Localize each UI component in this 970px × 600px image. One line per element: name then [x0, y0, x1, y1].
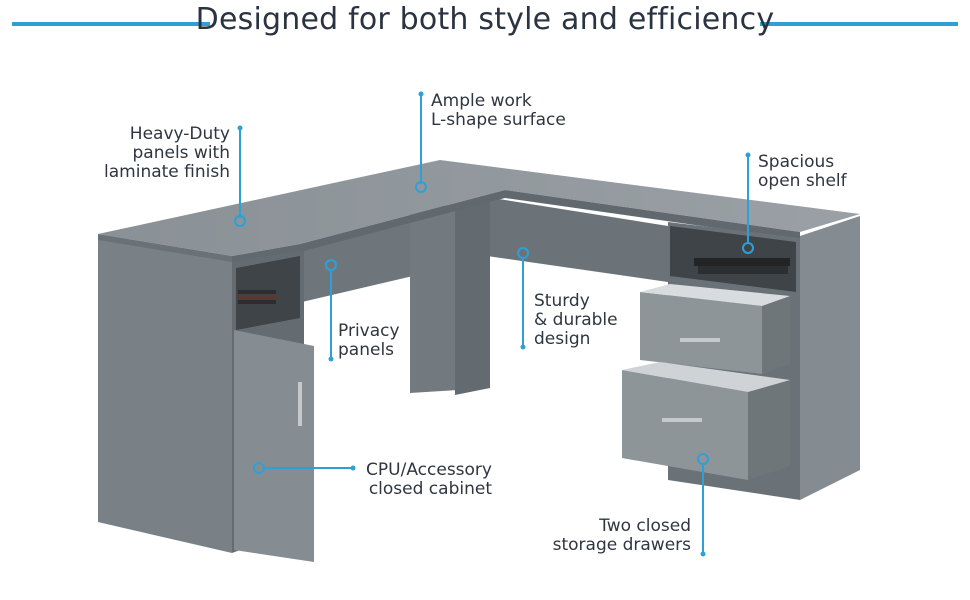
- cabinet-door: [234, 330, 314, 562]
- callout-drawers-line-2: storage drawers: [552, 535, 691, 555]
- dot-cpu: [350, 465, 356, 471]
- center-leg-side: [455, 200, 490, 395]
- callout-drawers-line-1: Two closed: [599, 516, 691, 536]
- callout-cpu: CPU/Accessory closed cabinet: [366, 461, 492, 499]
- page-title: Designed for both style and efficiency: [195, 2, 775, 37]
- callout-heavy-duty-line-2: panels with: [132, 143, 231, 163]
- dot-spacious: [745, 152, 751, 158]
- callout-ample-work-line-1: Ample work: [431, 91, 532, 111]
- books-left-3: [238, 300, 276, 304]
- upper-drawer-side: [762, 296, 790, 374]
- lower-drawer-side: [748, 380, 790, 480]
- privacy-panel: [302, 215, 430, 302]
- callout-spacious-line-1: Spacious: [758, 152, 835, 172]
- callout-spacious-line-2: open shelf: [758, 171, 847, 191]
- upper-drawer-top: [640, 284, 790, 306]
- dot-ample-work: [418, 91, 424, 97]
- lower-drawer-handle: [662, 418, 702, 422]
- callout-drawers: Two closed storage drawers: [553, 517, 691, 555]
- dot-sturdy: [520, 344, 526, 350]
- callout-heavy-duty: Heavy-Duty panels with laminate finish: [104, 125, 230, 182]
- desk-top: [98, 160, 860, 256]
- right-pedestal-side: [800, 216, 860, 500]
- left-pedestal-side: [98, 240, 232, 553]
- lower-drawer-front: [622, 370, 748, 480]
- callout-spacious: Spacious open shelf: [758, 153, 847, 191]
- callout-sturdy-line-2: & durable: [534, 310, 618, 330]
- back-panel: [480, 196, 668, 282]
- door-handle: [298, 382, 302, 426]
- books-left-2: [238, 295, 278, 299]
- dot-drawers: [700, 551, 706, 557]
- marker-sturdy: [517, 247, 529, 259]
- upper-drawer-handle: [680, 338, 720, 342]
- marker-spacious: [742, 242, 754, 254]
- marker-privacy: [325, 259, 337, 271]
- books-right-2: [698, 266, 788, 274]
- marker-drawers: [697, 453, 709, 465]
- desk-top-right-edge: [505, 190, 800, 240]
- callout-sturdy: Sturdy & durable design: [534, 292, 618, 349]
- callout-privacy: Privacy panels: [338, 322, 400, 360]
- marker-heavy-duty: [234, 215, 246, 227]
- lower-drawer-top: [622, 362, 790, 392]
- callout-ample-work-line-2: L-shape surface: [431, 110, 566, 130]
- callout-privacy-line-2: panels: [338, 340, 395, 360]
- callout-heavy-duty-line-3: laminate finish: [104, 162, 230, 182]
- callout-ample-work: Ample work L-shape surface: [431, 92, 566, 130]
- dot-heavy-duty: [237, 125, 243, 131]
- books-left: [238, 290, 276, 294]
- marker-ample-work: [415, 181, 427, 193]
- marker-cpu: [253, 462, 265, 474]
- callout-cpu-line-2: closed cabinet: [368, 479, 492, 499]
- callout-heavy-duty-line-1: Heavy-Duty: [129, 124, 230, 144]
- upper-drawer-front: [640, 292, 762, 374]
- callout-cpu-line-1: CPU/Accessory: [366, 460, 492, 480]
- books-right: [694, 258, 790, 266]
- callout-privacy-line-1: Privacy: [338, 321, 400, 341]
- callout-sturdy-line-3: design: [534, 329, 591, 349]
- dot-privacy: [328, 356, 334, 362]
- callout-sturdy-line-1: Sturdy: [534, 291, 590, 311]
- desk-top-front-edge: [232, 190, 505, 264]
